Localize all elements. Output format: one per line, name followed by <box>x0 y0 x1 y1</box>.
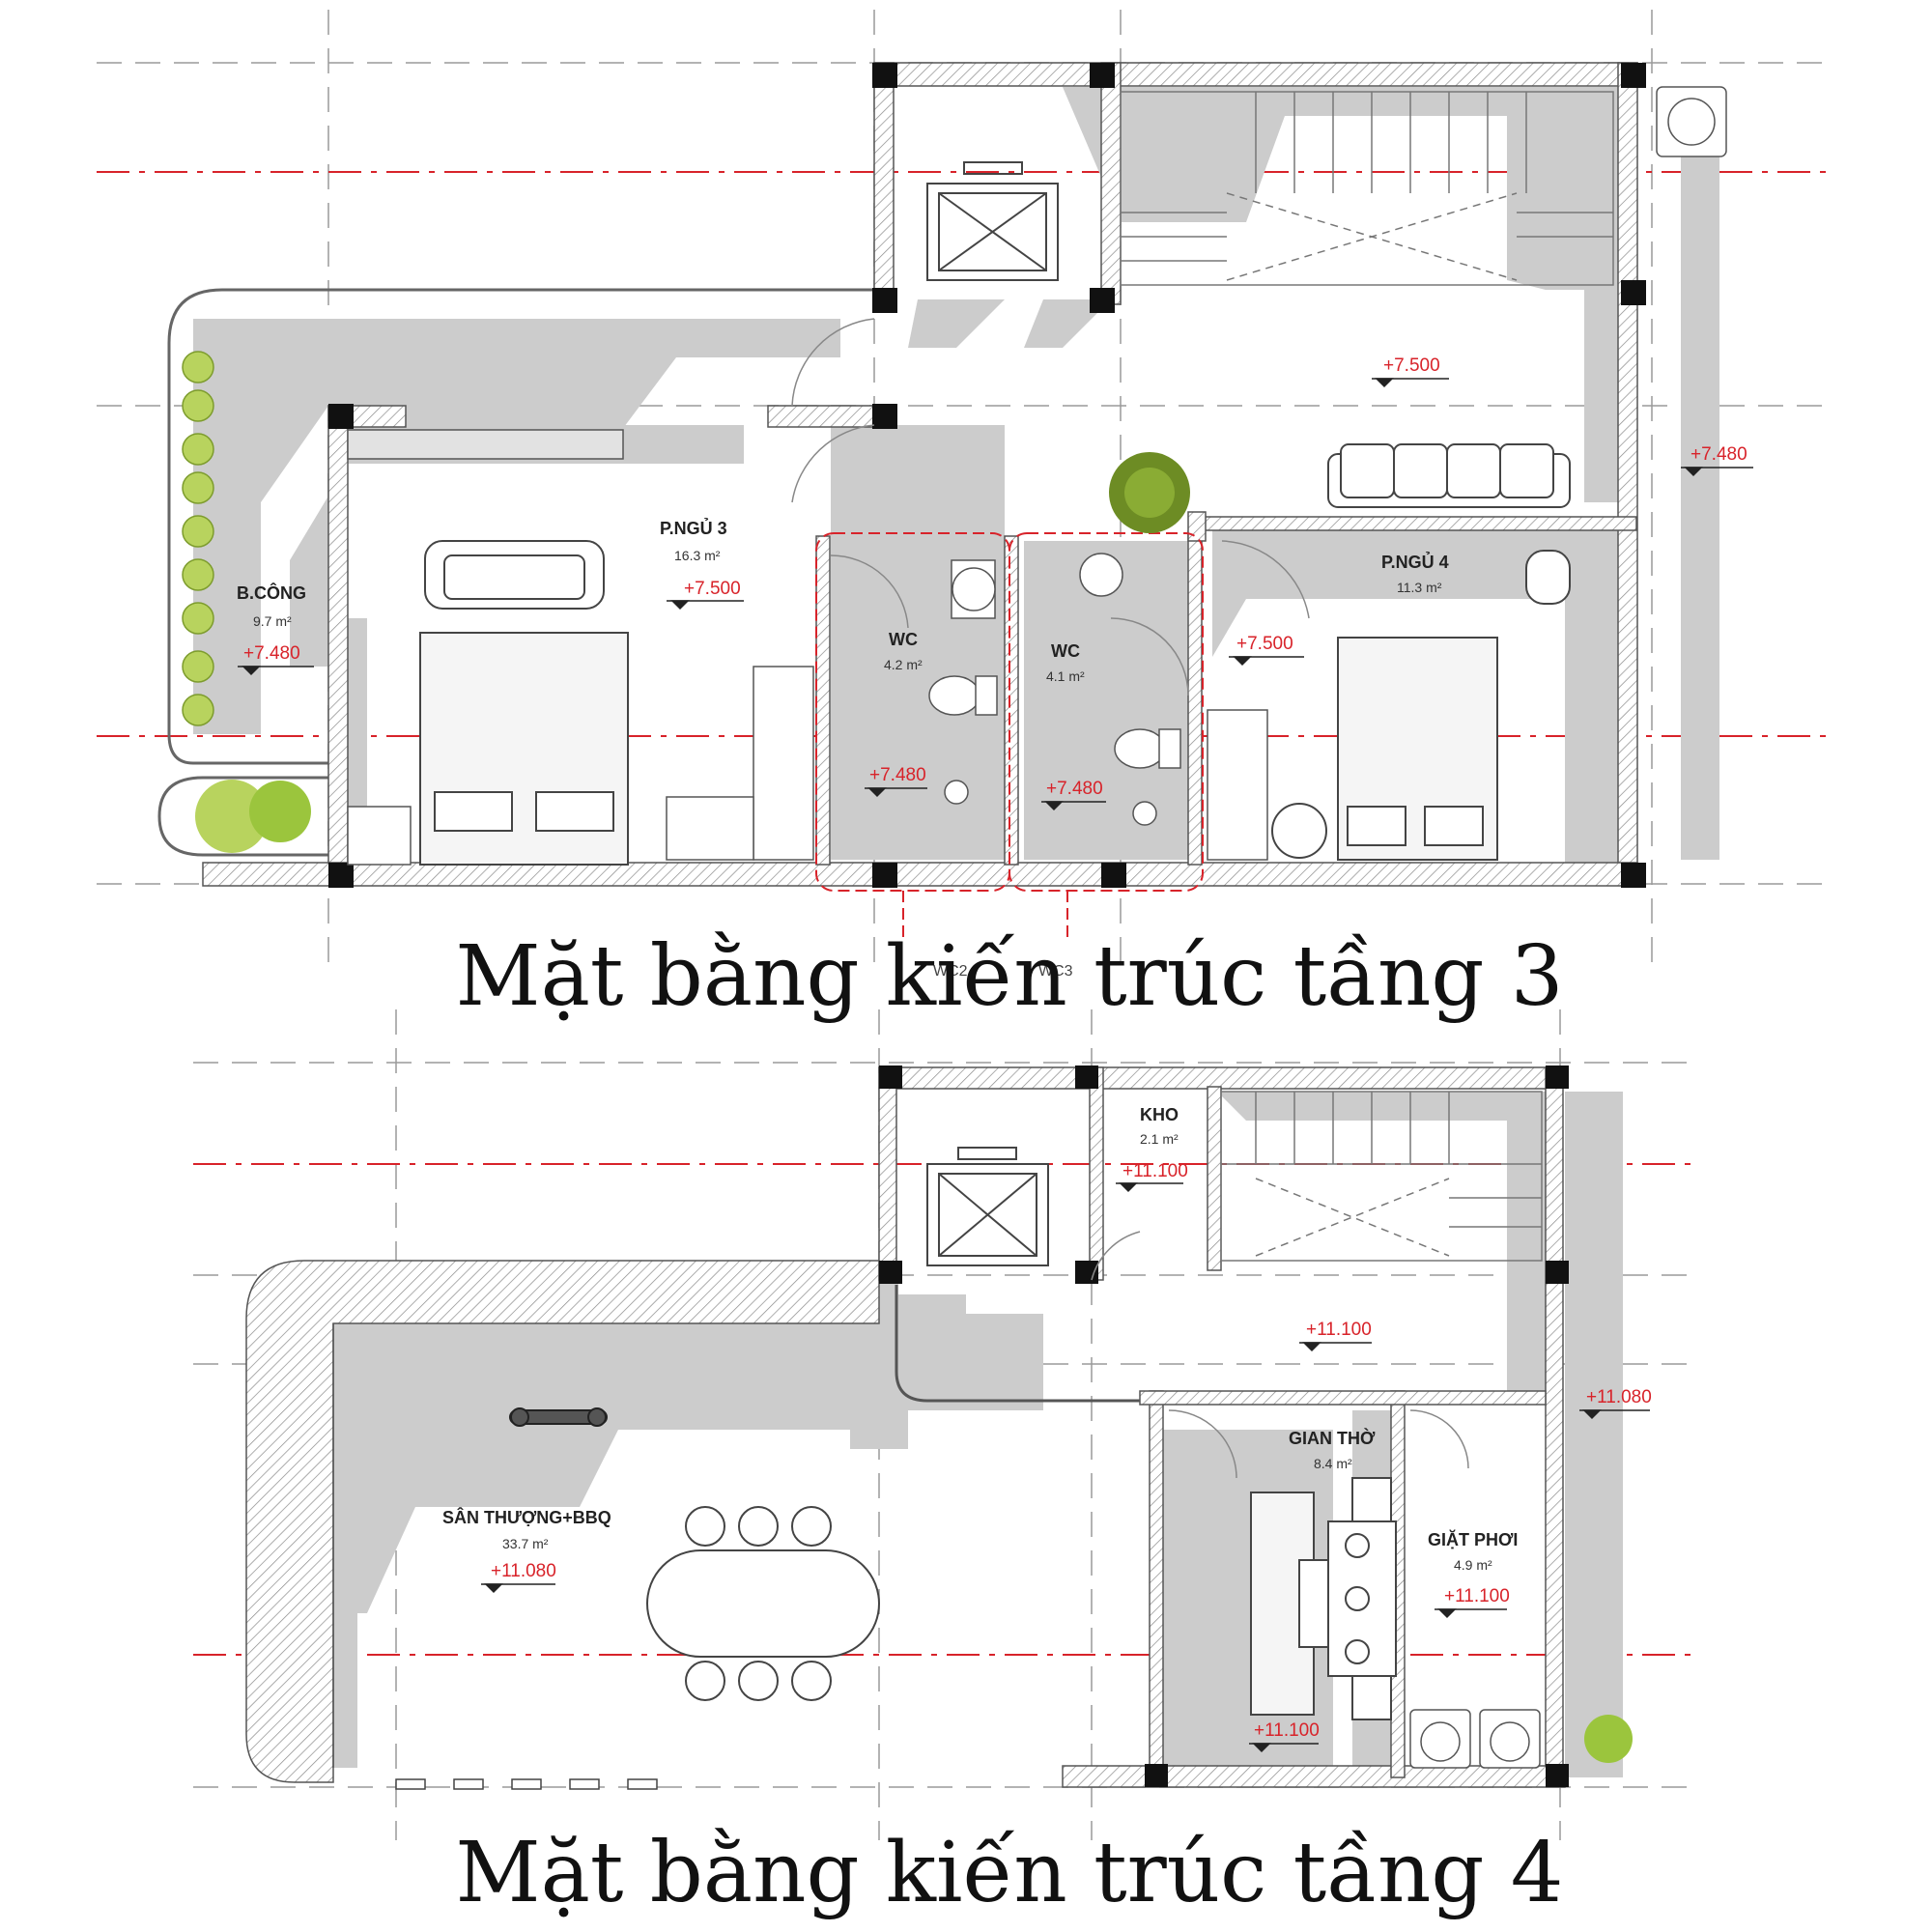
balcony-area: 9.7 m² <box>253 613 292 629</box>
terrace-steps <box>395 1778 658 1790</box>
terrace-level: +11.080 <box>491 1561 556 1581</box>
washers-f4 <box>1409 1709 1541 1769</box>
altar-level: +11.100 <box>1254 1720 1320 1741</box>
laundry-level: +11.100 <box>1444 1586 1510 1606</box>
bedroom4-level: +7.500 <box>1236 634 1293 654</box>
bedroom4-area: 11.3 m² <box>1397 580 1442 595</box>
balcony-level: +7.480 <box>243 643 300 664</box>
bedroom3-level: +7.500 <box>684 579 741 599</box>
floor4-plan: KHO 2.1 m² +11.100 SÂN THƯỢNG+BBQ 33.7 m… <box>193 1009 1700 1840</box>
bed-bedroom3 <box>419 540 629 866</box>
side-f4-level: +11.080 <box>1586 1387 1652 1407</box>
side-f3-level: +7.480 <box>1690 444 1747 465</box>
stair <box>1120 91 1614 286</box>
floor4-columns <box>879 1065 1569 1787</box>
wc-right-name: WC <box>1051 641 1080 661</box>
planter-shrubs <box>182 351 214 726</box>
floor4-caption: Mặt bằng kiến trúc tầng 4 <box>456 1825 1564 1921</box>
wc-left-area: 4.2 m² <box>884 657 923 672</box>
bedroom3-area: 16.3 m² <box>674 548 721 563</box>
hall-f4-level: +11.100 <box>1306 1320 1372 1340</box>
terrace-area: 33.7 m² <box>502 1536 549 1551</box>
storage-level: +11.100 <box>1122 1161 1188 1181</box>
planter-outline <box>157 776 328 857</box>
laundry-name: GIẶT PHƠI <box>1428 1529 1518 1549</box>
sofa <box>1327 443 1571 508</box>
floor3-walls <box>202 62 1638 887</box>
floor4-walls <box>878 1066 1566 1788</box>
door-swings-f3 <box>791 318 1310 696</box>
elevator-f4 <box>926 1147 1049 1266</box>
altar-name: GIAN THỜ <box>1289 1428 1376 1448</box>
storage-name: KHO <box>1140 1105 1179 1124</box>
level-markers-f4 <box>481 1182 1650 1753</box>
bedroom3-name: P.NGỦ 3 <box>660 518 727 538</box>
washer-f3 <box>1656 86 1727 157</box>
floor4-shadows <box>333 1092 1623 1777</box>
wc-left-level: +7.480 <box>869 765 926 785</box>
wc-left-name: WC <box>889 630 918 649</box>
wc2-tag: WC2 <box>933 963 968 980</box>
laundry-area: 4.9 m² <box>1454 1557 1492 1573</box>
wc-fixtures-f3 <box>928 553 1181 826</box>
stair-f4 <box>1220 1091 1543 1262</box>
storage-area: 2.1 m² <box>1140 1131 1179 1147</box>
wc3-tag: WC3 <box>1038 963 1073 980</box>
dining-set <box>646 1506 880 1701</box>
floor3-plan: B.CÔNG 9.7 m² +7.480 P.NGỦ 3 16.3 m² +7.… <box>97 10 1826 980</box>
balcony-name: B.CÔNG <box>237 582 306 603</box>
terrace-name: SÂN THƯỢNG+BBQ <box>442 1507 611 1527</box>
floor3-caption: Mặt bằng kiến trúc tầng 3 <box>456 928 1564 1025</box>
wc-highlight-outline <box>815 532 1204 942</box>
bedroom4-name: P.NGỦ 4 <box>1381 552 1449 572</box>
floor3-columns <box>328 63 1646 888</box>
elevator <box>926 161 1059 281</box>
wc-right-level: +7.480 <box>1046 779 1103 799</box>
bed-bedroom4 <box>1271 550 1571 861</box>
tv-console <box>347 429 624 460</box>
level-markers-f3 <box>238 378 1753 811</box>
trees-f3 <box>195 452 1190 853</box>
altar <box>1250 1477 1397 1720</box>
balcony-outline <box>167 288 874 765</box>
wardrobes <box>347 666 1268 866</box>
tree-f4 <box>1584 1715 1633 1763</box>
terrace-parapet <box>245 1260 880 1783</box>
wc-right-area: 4.1 m² <box>1046 668 1085 684</box>
bbq-grill <box>509 1407 608 1427</box>
door-swings-f4 <box>1091 1231 1469 1479</box>
hall-f3-level: +7.500 <box>1383 355 1440 376</box>
altar-area: 8.4 m² <box>1314 1456 1352 1471</box>
corridor-curve <box>895 1285 1140 1403</box>
